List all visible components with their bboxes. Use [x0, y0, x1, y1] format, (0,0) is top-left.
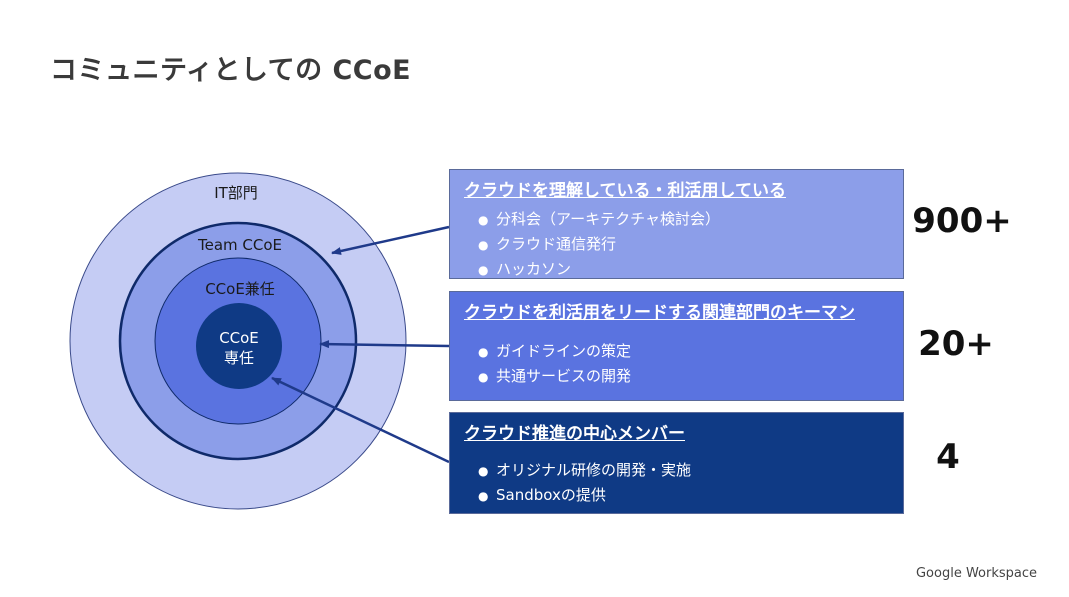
- google-workspace-logo-text: Google Workspace: [915, 566, 1037, 581]
- list-item-label: ガイドラインの策定: [496, 342, 632, 360]
- box-title: クラウドを理解している・利活用している: [464, 181, 786, 201]
- list-item-label: オリジナル研修の開発・実施: [496, 461, 692, 479]
- count-cloud-users: 900+: [912, 201, 1012, 241]
- bullet-icon: ●: [478, 370, 489, 384]
- list-item: ● 共通サービスの開発: [478, 364, 891, 389]
- box-core-members: クラウド推進の中心メンバー ● オリジナル研修の開発・実施 ● Sandboxの提供: [449, 412, 904, 514]
- core-ccoe-dedicated: [196, 303, 282, 389]
- second-ring-label: Team CCoE: [197, 236, 283, 254]
- list-item: ● ガイドラインの策定: [478, 339, 891, 364]
- box-title: クラウドを利活用をリードする関連部門のキーマン: [464, 303, 855, 323]
- arrow-to-ccoe-concurrent: [319, 340, 450, 349]
- box-key-persons: クラウドを利活用をリードする関連部門のキーマン ● ガイドラインの策定 ● 共通サー…: [449, 291, 904, 401]
- list-item: ● クラウド通信発行: [478, 232, 891, 257]
- list-item: ● オリジナル研修の開発・実施: [478, 458, 891, 483]
- bullet-icon: ●: [478, 263, 489, 277]
- page-title: コミュニティとしての CCoE: [50, 55, 412, 86]
- list-item-label: 分科会（アーキテクチャ検討会）: [496, 210, 720, 228]
- arrow-to-team-ccoe: [331, 225, 450, 255]
- core-label-line1: CCoE: [219, 329, 259, 347]
- box-title: クラウド推進の中心メンバー: [464, 424, 685, 444]
- bullet-icon: ●: [478, 238, 489, 252]
- bullet-icon: ●: [478, 489, 489, 503]
- bullet-icon: ●: [478, 345, 489, 359]
- count-key-persons: 20+: [918, 324, 994, 364]
- core-label: CCoE 専任: [209, 328, 269, 368]
- outer-ring-label: IT部門: [214, 184, 258, 202]
- third-ring-label: CCoE兼任: [205, 280, 275, 298]
- list-item: ● 分科会（アーキテクチャ検討会）: [478, 207, 891, 232]
- core-label-line2: 専任: [223, 349, 254, 367]
- list-item: ● ハッカソン: [478, 257, 891, 282]
- box-cloud-users: クラウドを理解している・利活用している ● 分科会（アーキテクチャ検討会） ● クラ…: [449, 169, 904, 279]
- list-item-label: Sandboxの提供: [496, 486, 606, 504]
- bullet-icon: ●: [478, 213, 489, 227]
- list-item-label: ハッカソン: [496, 260, 572, 278]
- list-item: ● Sandboxの提供: [478, 483, 891, 508]
- bullet-icon: ●: [478, 464, 489, 478]
- list-item-label: クラウド通信発行: [496, 235, 617, 253]
- arrow-to-core: [271, 376, 450, 464]
- list-item-label: 共通サービスの開発: [496, 367, 632, 385]
- count-core-members: 4: [936, 437, 960, 477]
